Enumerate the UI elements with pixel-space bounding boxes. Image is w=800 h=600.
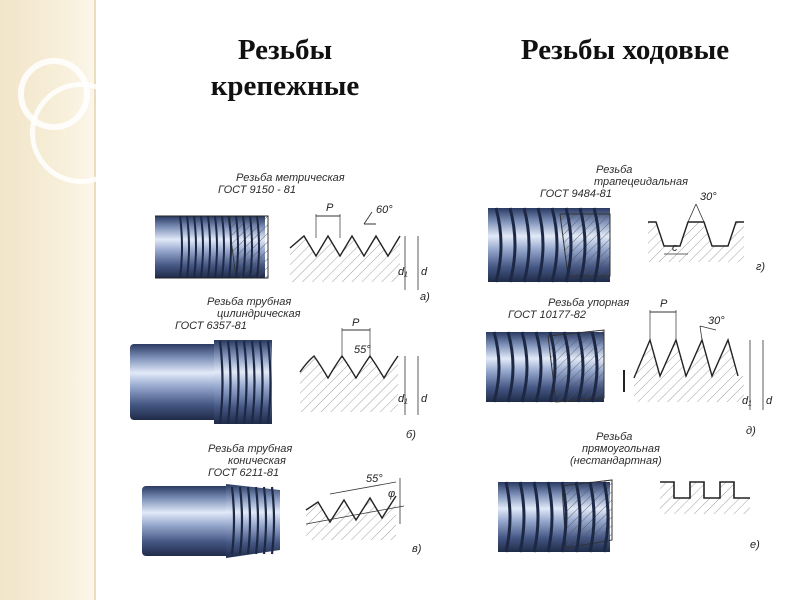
pipe-con-phi-label: φ	[388, 488, 395, 500]
thread-ridge	[518, 481, 526, 553]
thread-ridge	[534, 331, 543, 403]
pipe-cylindrical-drawing	[130, 340, 272, 424]
thread-ridge	[242, 340, 248, 424]
buttress-angle-label: 30°	[708, 315, 725, 327]
letter-g: г)	[756, 261, 765, 273]
thread-ridge	[200, 215, 204, 279]
thread-ridge	[249, 215, 253, 279]
letter-e: е)	[750, 539, 760, 551]
decorative-ring-large	[30, 82, 132, 184]
pipe-cyl-angle-label: 55°	[354, 344, 371, 356]
pipe-cyl-d1-label: d₁	[398, 393, 408, 405]
trapezoidal-profile: 30° c г)	[648, 191, 765, 273]
buttress-d1-label: d₁	[742, 395, 752, 407]
thread-ridge	[494, 207, 503, 283]
thread-ridge	[238, 486, 244, 555]
thread-ridge	[532, 481, 540, 553]
thread-ridge	[588, 481, 596, 553]
trapezoidal-angle-label: 30°	[700, 191, 717, 203]
thread-ridge	[207, 215, 211, 279]
thread-ridge	[506, 331, 515, 403]
thread-ridge	[266, 340, 272, 424]
rectangular-profile: е)	[660, 481, 760, 551]
pipe-cyl-d-label: d	[421, 393, 428, 405]
thread-ridge	[560, 481, 568, 553]
thread-ridge	[602, 481, 610, 553]
buttress-profile: P 30° d₁ d д)	[633, 298, 773, 437]
thread-ridge	[234, 340, 240, 424]
pipe-conical-drawing	[142, 484, 280, 558]
thread-ridge	[536, 207, 545, 283]
thread-ridge	[226, 340, 232, 424]
letter-b: б)	[406, 429, 416, 441]
thread-ridge	[262, 486, 268, 555]
trapezoidal-c-label: c	[672, 242, 678, 254]
thread-ridge	[550, 207, 559, 283]
pipe-cyl-pitch-label: P	[352, 317, 360, 329]
thread-ridge	[214, 215, 218, 279]
thread-ridge	[228, 215, 232, 279]
sidebar-edge	[94, 0, 96, 600]
trapezoidal-screw-drawing	[488, 207, 611, 283]
metric-d1-label: d₁	[398, 266, 408, 278]
thread-ridge	[590, 331, 599, 403]
buttress-screw-drawing	[486, 329, 625, 403]
thread-ridge	[242, 215, 246, 279]
pipe-con-angle-label: 55°	[366, 473, 383, 485]
thread-ridge	[250, 340, 256, 424]
thread-ridge	[254, 486, 260, 555]
metric-angle-label: 60°	[376, 204, 393, 216]
thread-ridge	[562, 331, 571, 403]
metric-pitch-label: P	[326, 202, 334, 214]
thread-ridge	[179, 215, 183, 279]
thread-ridge	[246, 486, 252, 555]
metric-bolt-drawing	[155, 215, 269, 279]
thread-ridge	[546, 481, 554, 553]
caption-trapezoidal: Резьба трапецеидальная ГОСТ 9484-81	[540, 164, 688, 200]
thread-ridge	[492, 331, 501, 403]
pipe-conical-profile: 55° φ в)	[305, 473, 422, 555]
thread-ridge	[574, 481, 582, 553]
thread-ridge	[508, 207, 517, 283]
buttress-pitch-label: P	[660, 298, 668, 310]
thread-ridge	[218, 340, 224, 424]
caption-rectangular: Резьба прямоугольная (нестандартная)	[570, 431, 662, 467]
letter-v: в)	[412, 543, 422, 555]
metric-profile-drawing: P 60° d₁ d а)	[289, 202, 430, 303]
buttress-d-label: d	[766, 395, 773, 407]
caption-buttress: Резьба упорная ГОСТ 10177-82	[508, 297, 630, 321]
thread-ridge	[193, 215, 197, 279]
caption-metric: Резьба метрическая ГОСТ 9150 - 81	[218, 172, 345, 196]
thread-ridge	[504, 481, 512, 553]
thread-ridge	[592, 207, 601, 283]
heading-lead-threads: Резьбы ходовые	[520, 34, 730, 66]
heading-line-2: крепежные	[210, 70, 360, 102]
thread-ridge	[235, 215, 239, 279]
thread-ridge	[230, 486, 236, 555]
thread-ridge	[522, 207, 531, 283]
letter-a: а)	[420, 291, 430, 303]
thread-ridge	[548, 331, 557, 403]
thread-ridge	[258, 340, 264, 424]
thread-ridge	[576, 331, 585, 403]
letter-d: д)	[746, 425, 756, 437]
caption-pipe-cylindrical: Резьба трубная цилиндрическая ГОСТ 6357-…	[175, 296, 301, 332]
metric-d-label: d	[421, 266, 428, 278]
heading-fastening-threads: Резьбы крепежные	[180, 32, 390, 104]
pipe-cylindrical-profile: P 55° d₁ d б)	[299, 317, 428, 441]
heading-line-1: Резьбы	[237, 34, 333, 66]
thread-ridge	[186, 215, 190, 279]
thread-ridge	[520, 331, 529, 403]
thread-ridge	[564, 207, 573, 283]
thread-ridge	[578, 207, 587, 283]
thread-ridge	[256, 215, 260, 279]
thread-ridge	[221, 215, 225, 279]
rectangular-screw-drawing	[498, 479, 613, 553]
thread-ridge	[270, 486, 276, 555]
caption-pipe-conical: Резьба трубная коническая ГОСТ 6211-81	[208, 443, 293, 479]
